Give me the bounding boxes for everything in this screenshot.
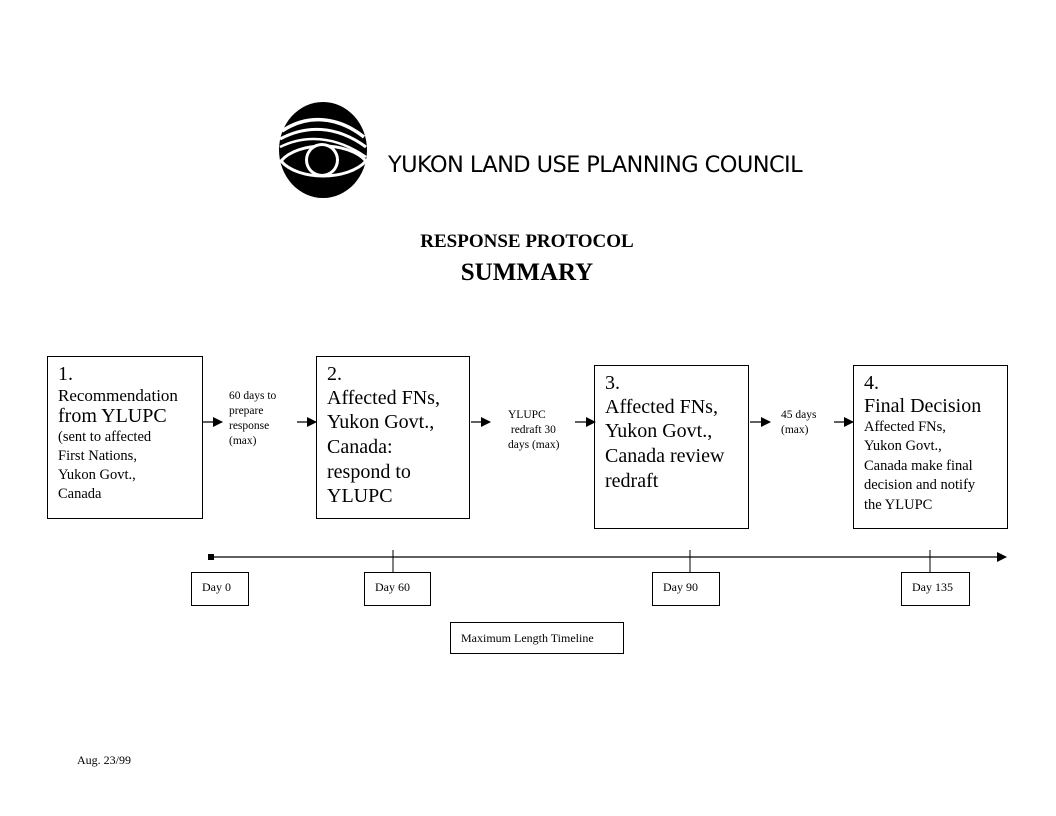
step-number: 3. (605, 372, 620, 394)
step-detail-line: Affected FNs, (864, 418, 946, 435)
step-heading-line: Affected FNs, (327, 386, 440, 409)
transition-note-line: 45 days (781, 409, 817, 421)
transition-note-line: YLUPC (508, 409, 546, 421)
organization-name: YUKON LAND USE PLANNING COUNCIL (388, 152, 803, 178)
transition-note-2: YLUPC redraft 30 days (max) (508, 408, 559, 453)
transition-note-line: redraft 30 (508, 423, 556, 436)
logo (278, 101, 369, 199)
step-heading-line: redraft (605, 469, 659, 492)
step-heading-line: Canada review (605, 444, 725, 467)
transition-note-line: days (max) (508, 438, 560, 451)
transition-note-line: (max) (229, 434, 257, 447)
step-detail-line: the YLUPC (864, 496, 933, 513)
timeline-marker-day0: Day 0 (191, 572, 249, 606)
transition-note-line: prepare (229, 404, 264, 417)
step-heading-line: Yukon Govt., (327, 411, 435, 434)
document-title: RESPONSE PROTOCOL (420, 231, 634, 252)
transition-note-1: 60 days to prepare response (max) (229, 389, 276, 449)
step-heading-line: Yukon Govt., (605, 420, 713, 443)
transition-note-line: (max) (781, 423, 809, 436)
step-box-3: 3. Affected FNs, Yukon Govt., Canada rev… (594, 365, 749, 529)
step-number: 2. (327, 363, 342, 385)
document-subtitle: SUMMARY (460, 259, 594, 286)
step-heading-line: Affected FNs, (605, 395, 718, 418)
step-detail-line: (sent to affected (58, 428, 152, 445)
step-detail-line: Yukon Govt., (864, 438, 942, 455)
step-heading-line: Final Decision (864, 394, 982, 417)
step-detail-line: Yukon Govt., (58, 466, 136, 483)
step-heading-line: from YLUPC (58, 405, 167, 428)
step-heading-line: Canada: (327, 435, 393, 458)
step-box-4: 4. Final Decision Affected FNs, Yukon Go… (853, 365, 1008, 529)
step-number: 1. (58, 363, 73, 385)
step-heading-line: Recommendation (58, 385, 178, 405)
step-detail-line: decision and notify (864, 477, 976, 494)
transition-note-line: response (229, 419, 270, 432)
step-heading-line: respond to (327, 460, 411, 483)
timeline-marker-day90: Day 90 (652, 572, 720, 606)
step-heading-line: YLUPC (327, 485, 393, 508)
step-detail-line: Canada make final (864, 457, 973, 474)
timeline-marker-day135: Day 135 (901, 572, 970, 606)
transition-note-3: 45 days (max) (781, 408, 816, 438)
document-date: Aug. 23/99 (77, 753, 131, 767)
eye-logo-icon (279, 102, 369, 198)
timeline-marker-day60: Day 60 (364, 572, 431, 606)
step-detail-line: Canada (58, 485, 102, 502)
step-number: 4. (864, 372, 879, 394)
step-box-2: 2. Affected FNs, Yukon Govt., Canada: re… (316, 356, 470, 519)
step-box-1: 1. Recommendation from YLUPC (sent to af… (47, 356, 203, 519)
transition-note-line: 60 days to (229, 390, 277, 402)
step-detail-line: First Nations, (58, 447, 137, 464)
timeline-legend: Maximum Length Timeline (450, 622, 624, 654)
